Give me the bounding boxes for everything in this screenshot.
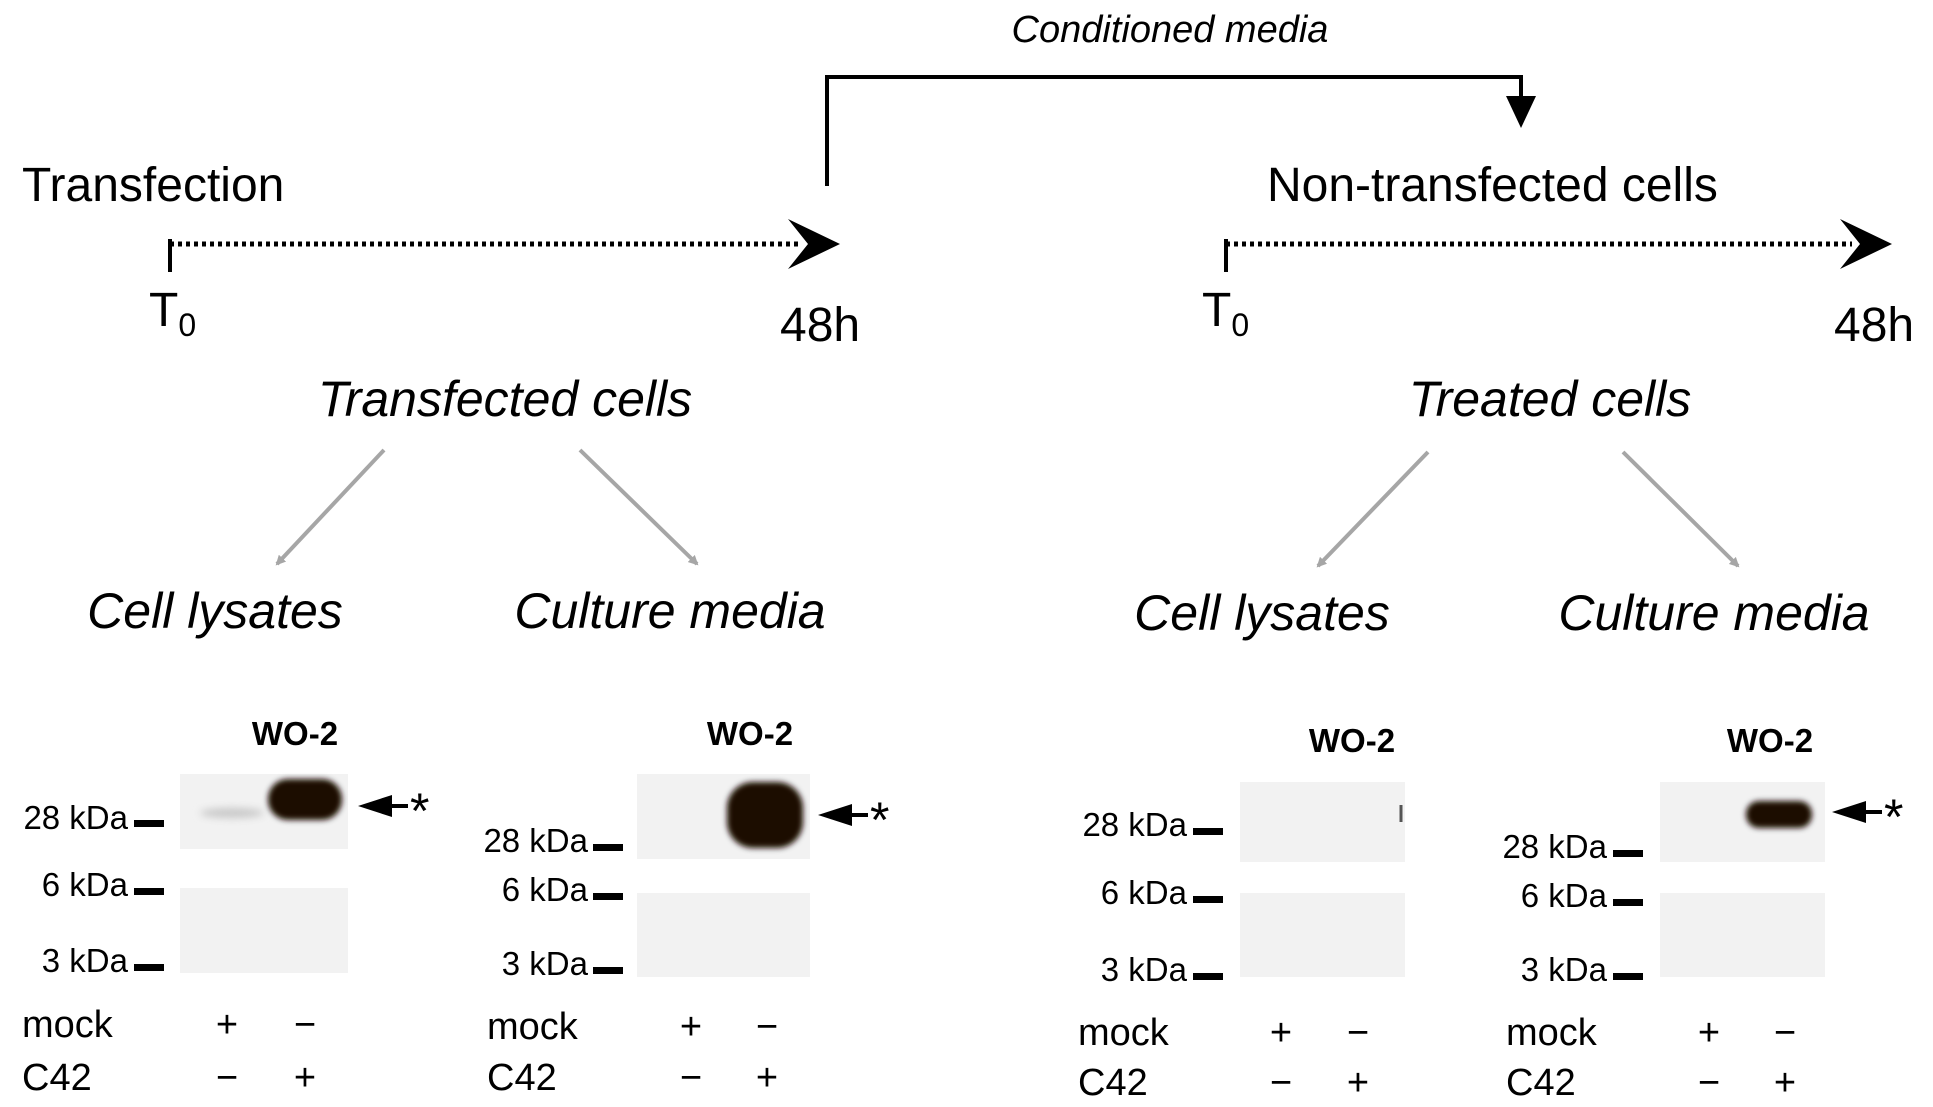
blot-lower-panel bbox=[637, 893, 810, 977]
left-culture-media-label: Culture media bbox=[514, 583, 825, 639]
antibody-label: WO-2 bbox=[252, 715, 338, 752]
antibody-label: WO-2 bbox=[1309, 722, 1395, 759]
marker-28kda-label: 28 kDa bbox=[483, 822, 588, 859]
left-48h-label: 48h bbox=[780, 299, 860, 352]
c42-lane2-value: + bbox=[1774, 1062, 1796, 1104]
marker-3kda-tick bbox=[1193, 973, 1223, 980]
mock-lane2-value: − bbox=[294, 1004, 316, 1046]
mock-row-label: mock bbox=[1506, 1012, 1598, 1054]
right-48h-label: 48h bbox=[1834, 299, 1914, 352]
left-t0-label: T0 bbox=[149, 284, 196, 343]
marker-28kda-tick bbox=[593, 844, 623, 851]
marker-3kda-tick bbox=[1613, 973, 1643, 980]
left-cell-lysates-label: Cell lysates bbox=[87, 583, 343, 639]
marker-3kda-label: 3 kDa bbox=[42, 942, 129, 979]
faint-band bbox=[200, 808, 264, 818]
antibody-label: WO-2 bbox=[707, 715, 793, 752]
protein-band bbox=[727, 782, 803, 848]
marker-3kda-tick bbox=[134, 964, 164, 971]
mock-lane1-value: + bbox=[1270, 1012, 1292, 1054]
non-transfected-cells-title: Non-transfected cells bbox=[1267, 159, 1718, 212]
marker-28kda-label: 28 kDa bbox=[1502, 828, 1607, 865]
marker-28kda-label: 28 kDa bbox=[23, 799, 128, 836]
blot-upper-panel bbox=[1240, 782, 1405, 862]
mock-lane2-value: − bbox=[1774, 1012, 1796, 1054]
western-blot-right-lysates: WO-2 28 kDa 6 kDa 3 kDa mock + − C42 − + bbox=[1078, 722, 1405, 1104]
marker-6kda-label: 6 kDa bbox=[1521, 877, 1608, 914]
marker-6kda-label: 6 kDa bbox=[502, 871, 589, 908]
marker-28kda-tick bbox=[1613, 850, 1643, 857]
transfection-title: Transfection bbox=[22, 159, 284, 212]
c42-lane1-value: − bbox=[680, 1057, 702, 1099]
marker-6kda-label: 6 kDa bbox=[1101, 874, 1188, 911]
transfected-cells-label: Transfected cells bbox=[318, 371, 692, 427]
mock-lane1-value: + bbox=[1698, 1012, 1720, 1054]
treated-cells-label: Treated cells bbox=[1409, 371, 1692, 427]
c42-lane2-value: + bbox=[756, 1057, 778, 1099]
band-asterisk: * bbox=[1884, 789, 1903, 845]
conditioned-media-connector: Conditioned media bbox=[825, 9, 1536, 186]
right-timeline: Non-transfected cells T0 48h Treated cel… bbox=[1202, 159, 1914, 427]
mock-lane1-value: + bbox=[216, 1004, 238, 1046]
marker-6kda-tick bbox=[134, 888, 164, 895]
c42-row-label: C42 bbox=[1506, 1062, 1576, 1104]
marker-6kda-tick bbox=[1193, 896, 1223, 903]
right-t0-label: T0 bbox=[1202, 284, 1249, 343]
left-timeline-arrowhead bbox=[788, 219, 840, 269]
right-cell-lysates-label: Cell lysates bbox=[1134, 585, 1390, 641]
blot-lower-panel bbox=[1660, 893, 1825, 977]
branch-arrow-right-lysates bbox=[1316, 450, 1430, 568]
branch-arrow-left-lysates bbox=[275, 448, 386, 566]
marker-3kda-label: 3 kDa bbox=[1101, 951, 1188, 988]
branch-arrow-right-media bbox=[1621, 450, 1740, 568]
marker-6kda-label: 6 kDa bbox=[42, 866, 129, 903]
band-asterisk: * bbox=[410, 783, 429, 839]
c42-row-label: C42 bbox=[1078, 1062, 1148, 1104]
blot-lower-panel bbox=[1240, 893, 1405, 977]
marker-28kda-tick bbox=[1193, 828, 1223, 835]
mock-lane1-value: + bbox=[680, 1006, 702, 1048]
branch-arrows bbox=[275, 448, 1740, 568]
band-arrow-icon bbox=[1832, 801, 1866, 823]
marker-3kda-tick bbox=[593, 967, 623, 974]
c42-row-label: C42 bbox=[22, 1057, 92, 1099]
marker-28kda-tick bbox=[134, 820, 164, 827]
western-blot-left-lysates: WO-2 28 kDa 6 kDa 3 kDa * mock + − C42 −… bbox=[22, 715, 429, 1099]
blot-lower-panel bbox=[180, 888, 348, 973]
marker-6kda-tick bbox=[1613, 899, 1643, 906]
protein-band bbox=[268, 779, 342, 820]
left-timeline: Transfection T0 48h Transfected cells bbox=[22, 159, 860, 427]
mock-lane2-value: − bbox=[756, 1006, 778, 1048]
conditioned-media-line bbox=[825, 75, 1523, 186]
marker-28kda-label: 28 kDa bbox=[1082, 806, 1187, 843]
western-blot-right-media: WO-2 28 kDa 6 kDa 3 kDa * mock + − C42 −… bbox=[1502, 722, 1903, 1104]
c42-lane1-value: − bbox=[1270, 1062, 1292, 1104]
marker-3kda-label: 3 kDa bbox=[1521, 951, 1608, 988]
mock-row-label: mock bbox=[487, 1006, 579, 1048]
band-arrow-icon bbox=[818, 804, 852, 826]
c42-lane1-value: − bbox=[1698, 1062, 1720, 1104]
marker-3kda-label: 3 kDa bbox=[502, 945, 589, 982]
c42-lane2-value: + bbox=[1347, 1062, 1369, 1104]
mock-row-label: mock bbox=[1078, 1012, 1170, 1054]
c42-lane2-value: + bbox=[294, 1057, 316, 1099]
conditioned-media-arrowhead bbox=[1506, 96, 1536, 128]
right-culture-media-label: Culture media bbox=[1558, 585, 1869, 641]
c42-lane1-value: − bbox=[216, 1057, 238, 1099]
protein-band bbox=[1746, 801, 1812, 828]
conditioned-media-label: Conditioned media bbox=[1012, 9, 1329, 51]
mock-row-label: mock bbox=[22, 1004, 114, 1046]
band-arrow-icon bbox=[358, 795, 392, 817]
marker-6kda-tick bbox=[593, 893, 623, 900]
antibody-label: WO-2 bbox=[1727, 722, 1813, 759]
western-blot-left-media: WO-2 28 kDa 6 kDa 3 kDa * mock + − C42 −… bbox=[483, 715, 889, 1099]
mock-lane2-value: − bbox=[1347, 1012, 1369, 1054]
right-timeline-arrowhead bbox=[1840, 219, 1892, 269]
band-asterisk: * bbox=[870, 792, 889, 848]
c42-row-label: C42 bbox=[487, 1057, 557, 1099]
branch-arrow-left-media bbox=[578, 448, 699, 566]
